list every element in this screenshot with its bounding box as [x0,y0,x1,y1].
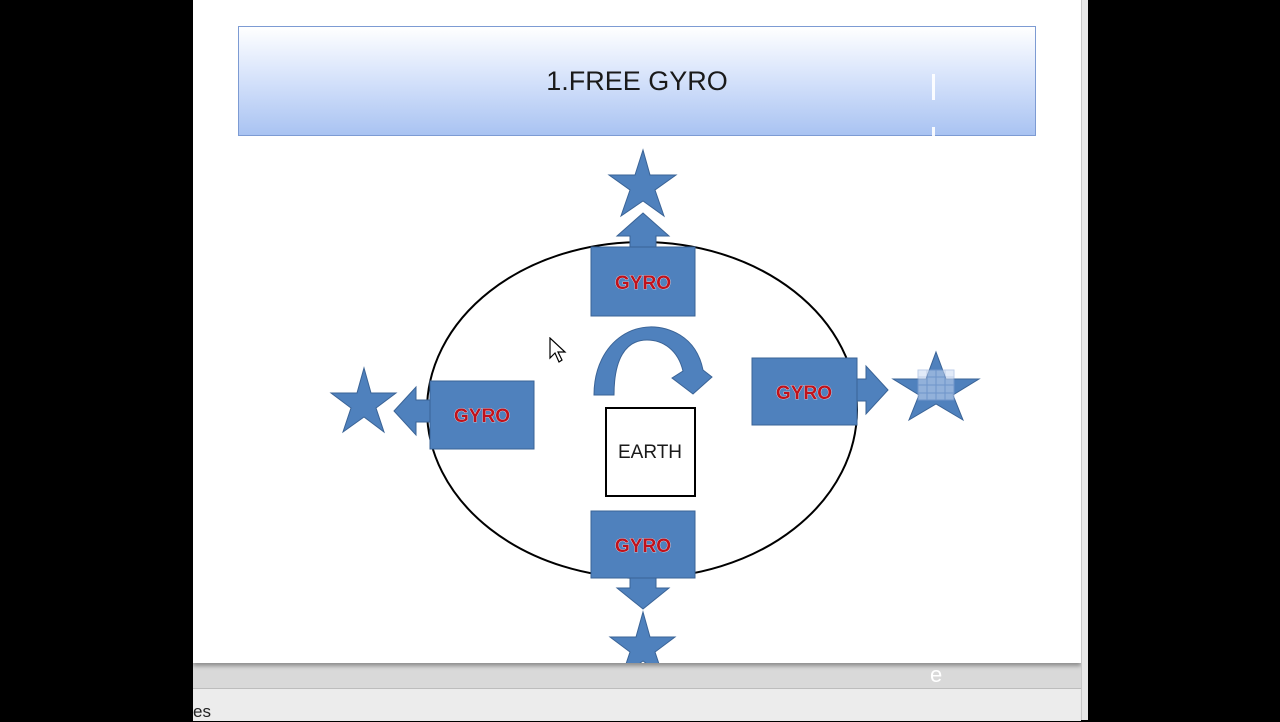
status-bar: es [193,688,1081,721]
right-rail [1081,0,1088,720]
star-icon[interactable] [607,148,678,218]
gyro-label-right: GYRO [776,383,832,404]
selection-grid-icon [917,369,955,401]
arrow-icon[interactable] [856,364,889,416]
gyro-box-left[interactable] [429,380,535,450]
gyro-box-bottom[interactable] [590,510,696,579]
title-mark [932,74,935,100]
slide[interactable]: 1.FREE GYRO GYRO EARTH GYRO [193,0,1081,687]
slide-title: 1.FREE GYRO [546,65,728,96]
gyro-box-top[interactable] [590,246,696,317]
earth-label: EARTH [618,442,682,463]
earth-box[interactable] [605,407,696,497]
curved-arrow-icon[interactable] [593,326,713,396]
arrow-icon[interactable] [615,577,671,610]
presentation-window: 1.FREE GYRO GYRO EARTH GYRO [193,0,1088,721]
gyro-label-left: GYRO [454,406,510,427]
title-box[interactable]: 1.FREE GYRO [238,26,1036,145]
status-text: es [193,702,211,721]
mouse-pointer-icon [549,336,567,370]
gyro-label-bottom: GYRO [615,536,671,557]
star-icon[interactable] [329,366,398,434]
title-mark [932,127,935,145]
free-gyro-diagram: GYRO EARTH GYRO GYRO [329,148,981,663]
corner-letter: e [930,662,943,687]
star-icon[interactable] [608,610,677,663]
arrow-icon[interactable] [393,385,432,437]
gyro-label-top: GYRO [615,273,671,294]
gyro-box-right[interactable] [751,357,858,426]
